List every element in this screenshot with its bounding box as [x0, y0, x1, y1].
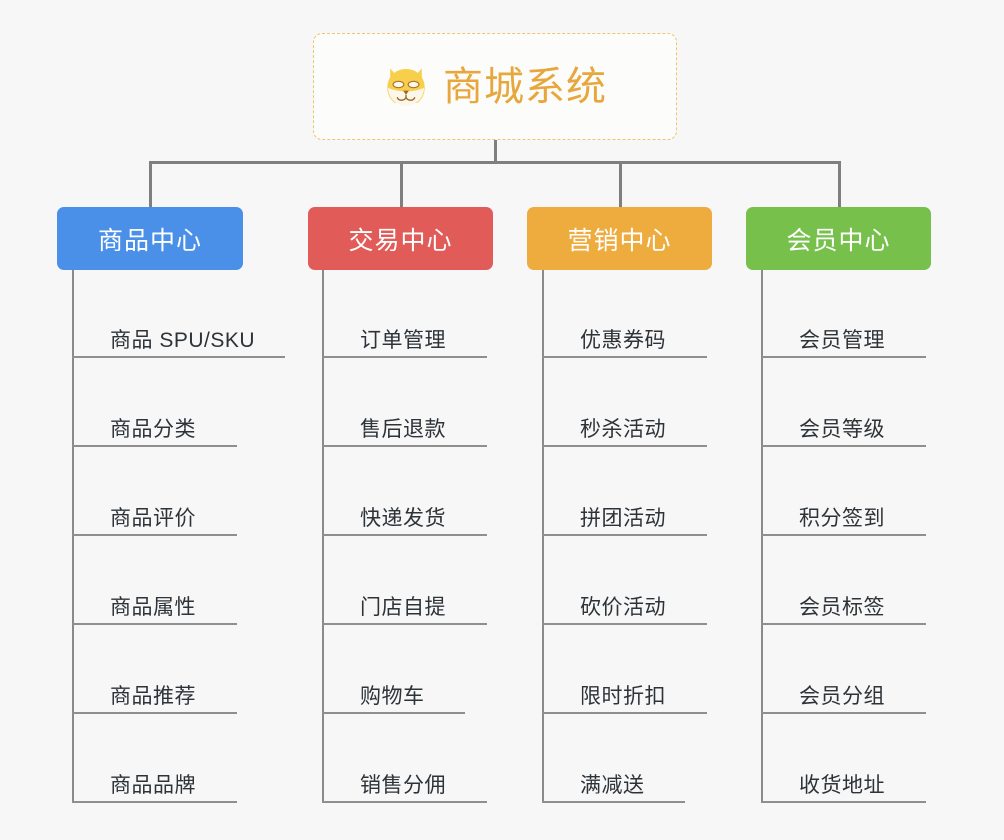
leaf-item-label: 商品推荐: [110, 685, 196, 708]
drop-line-product-center: [149, 161, 152, 207]
category-label: 会员中心: [786, 226, 891, 255]
leaf-item[interactable]: 会员分组: [761, 668, 926, 714]
category-label: 营销中心: [567, 226, 672, 255]
leaf-item-label: 秒杀活动: [580, 418, 666, 441]
leaf-item[interactable]: 优惠券码: [542, 312, 707, 358]
leaf-item[interactable]: 商品 SPU/SKU: [72, 312, 285, 358]
leaf-item[interactable]: 积分签到: [761, 490, 926, 536]
leaf-trunk-line: [542, 270, 544, 803]
leaf-item[interactable]: 砍价活动: [542, 579, 707, 625]
category-box-product-center[interactable]: 商品中心: [57, 207, 243, 270]
leaf-item-label: 会员等级: [799, 418, 885, 441]
bus-line: [149, 161, 841, 164]
leaf-item-label: 商品 SPU/SKU: [110, 329, 256, 352]
leaf-item-label: 满减送: [580, 774, 645, 797]
leaf-item[interactable]: 会员管理: [761, 312, 926, 358]
leaf-item[interactable]: 商品推荐: [72, 668, 237, 714]
leaf-item[interactable]: 拼团活动: [542, 490, 707, 536]
leaf-item-label: 拼团活动: [580, 507, 666, 530]
root-node[interactable]: 商城系统: [313, 33, 677, 140]
leaf-item[interactable]: 限时折扣: [542, 668, 707, 714]
root-stem-line: [494, 140, 497, 164]
leaf-item[interactable]: 销售分佣: [322, 757, 487, 803]
category-label: 商品中心: [97, 226, 202, 255]
leaf-item[interactable]: 快递发货: [322, 490, 487, 536]
category-box-marketing-center[interactable]: 营销中心: [527, 207, 712, 270]
leaf-item-label: 销售分佣: [360, 774, 446, 797]
leaf-trunk-line: [761, 270, 763, 803]
leaf-item-label: 商品分类: [110, 418, 196, 441]
leaf-item[interactable]: 秒杀活动: [542, 401, 707, 447]
leaf-item[interactable]: 门店自提: [322, 579, 487, 625]
leaf-item-label: 商品属性: [110, 596, 196, 619]
leaf-item[interactable]: 满减送: [542, 757, 685, 803]
leaf-item[interactable]: 订单管理: [322, 312, 487, 358]
drop-line-trade-center: [399, 161, 403, 207]
leaf-item-label: 收货地址: [799, 774, 885, 797]
leaf-trunk-line: [322, 270, 324, 803]
leaf-item-label: 快递发货: [360, 507, 446, 530]
shiba-dog-face-icon: [387, 67, 425, 106]
drop-line-marketing-center: [618, 161, 622, 207]
leaf-item[interactable]: 会员标签: [761, 579, 926, 625]
leaf-item-label: 会员标签: [799, 596, 885, 619]
leaf-item[interactable]: 商品分类: [72, 401, 237, 447]
leaf-item[interactable]: 商品品牌: [72, 757, 237, 803]
leaf-item-label: 商品评价: [110, 507, 196, 530]
leaf-item-label: 门店自提: [360, 596, 446, 619]
leaf-item-label: 砍价活动: [580, 596, 666, 619]
leaf-item-label: 积分签到: [799, 507, 885, 530]
category-box-trade-center[interactable]: 交易中心: [308, 207, 493, 270]
leaf-item[interactable]: 购物车: [322, 668, 465, 714]
leaf-item-label: 会员分组: [799, 685, 885, 708]
leaf-item-label: 购物车: [360, 685, 425, 708]
leaf-item[interactable]: 商品评价: [72, 490, 237, 536]
leaf-item[interactable]: 会员等级: [761, 401, 926, 447]
leaf-item-label: 订单管理: [360, 329, 446, 352]
leaf-item-label: 商品品牌: [110, 774, 196, 797]
leaf-item-label: 售后退款: [360, 418, 446, 441]
category-label: 交易中心: [348, 226, 453, 255]
leaf-item-label: 限时折扣: [580, 685, 666, 708]
leaf-trunk-line: [72, 270, 74, 803]
leaf-item-label: 会员管理: [799, 329, 885, 352]
drop-line-member-center: [837, 161, 841, 207]
category-box-member-center[interactable]: 会员中心: [746, 207, 931, 270]
leaf-item-label: 优惠券码: [580, 329, 666, 352]
leaf-item[interactable]: 售后退款: [322, 401, 487, 447]
leaf-item[interactable]: 收货地址: [761, 757, 926, 803]
root-title: 商城系统: [443, 64, 607, 109]
leaf-item[interactable]: 商品属性: [72, 579, 237, 625]
